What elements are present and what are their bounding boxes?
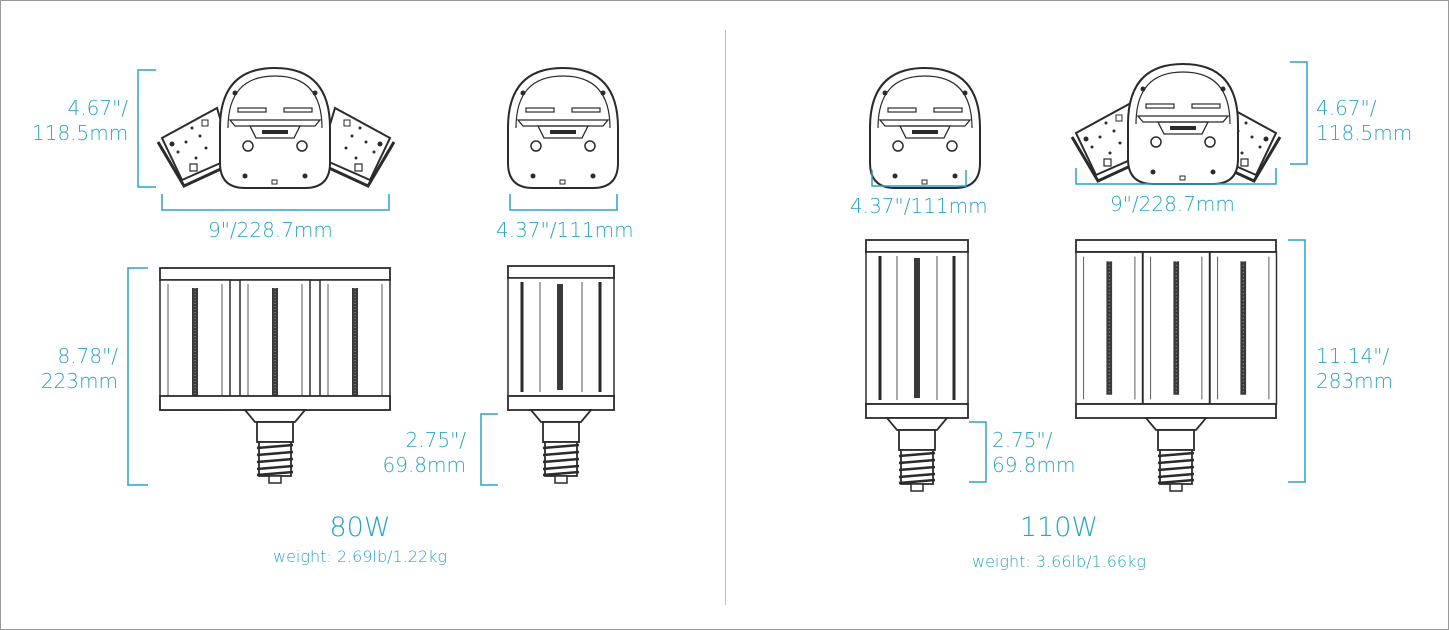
right-body-height-label: 11.14"/283mm [1316,344,1394,393]
left-top-width-label: 9"/228.7mm [208,218,333,242]
left-weight: weight: 2.69lb/1.22kg [273,547,447,566]
right-folded-width-label: 4.37"/111mm [850,194,988,218]
left-base-height-label: 2.75"/69.8mm [382,428,467,477]
right-weight: weight: 3.66lb/1.66kg [972,552,1146,571]
top-disk-folded [507,67,619,189]
right-top-height-label: 4.67"/118.5mm [1316,96,1413,145]
top-disk [219,67,331,189]
left-body-height-label: 8.78"/223mm [40,344,118,393]
right-top-width-label: 9"/228.7mm [1110,192,1235,216]
left-wattage: 80W [329,512,391,543]
top-disk-folded-110 [869,67,981,189]
left-top-height-label: 4.67"/118.5mm [32,96,129,145]
panel-divider [725,30,726,605]
right-base-height-label: 2.75"/69.8mm [992,428,1076,477]
left-folded-width-label: 4.37"/111mm [496,218,634,242]
right-wattage: 110W [1019,512,1099,543]
